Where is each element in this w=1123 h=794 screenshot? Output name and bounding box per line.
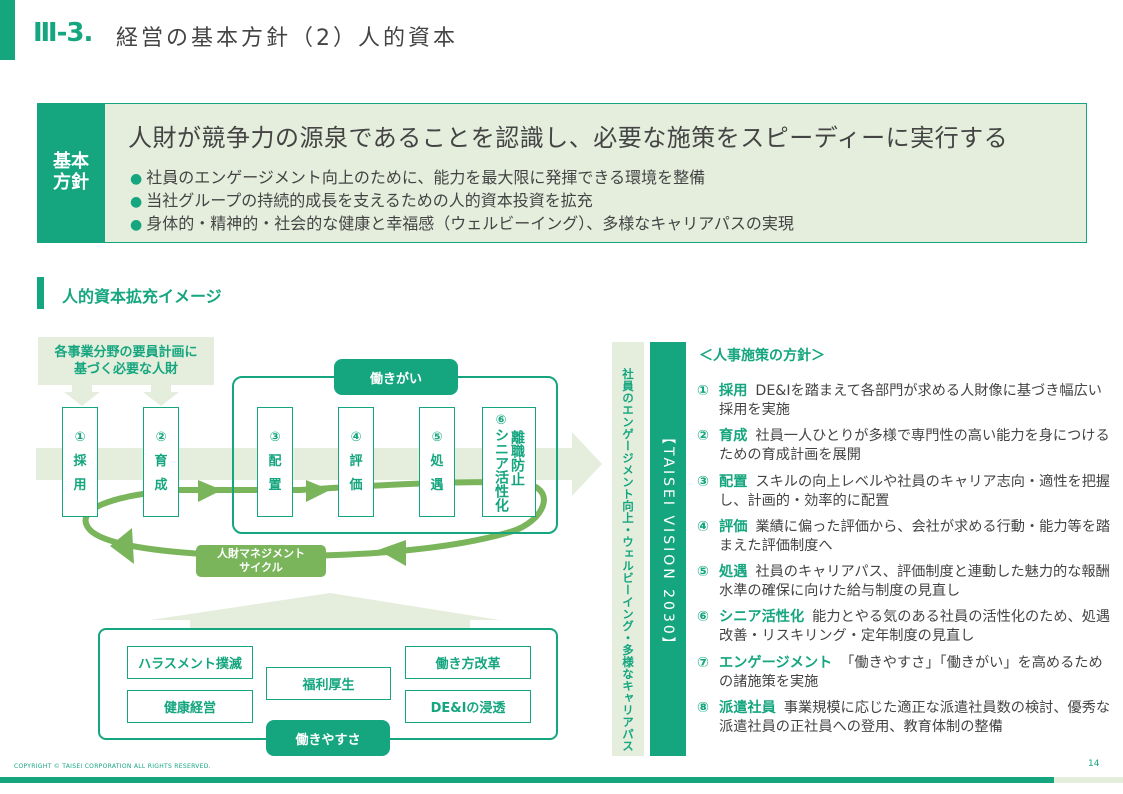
policy-headline: 人財が競争力の源泉であることを認識し、必要な施策をスピーディーに実行する	[128, 124, 1009, 152]
cycle-label: 人財マネジメントサイクル	[196, 545, 326, 577]
section-title: 人的資本拡充イメージ	[62, 287, 222, 306]
item-harassment: ハラスメント撲滅	[127, 646, 253, 679]
policy-bullet: 社員のエンゲージメント向上のために、能力を最大限に発揮できる環境を整備	[130, 167, 794, 190]
support-arrow	[150, 593, 500, 628]
policy-bullet: 身体的・精神的・社会的な健康と幸福感（ウェルビーイング）、多様なキャリアパスの実…	[130, 213, 794, 236]
policy-label: 基本方針	[37, 103, 105, 243]
footer-bar-accent	[1054, 777, 1123, 783]
need-arrow-1	[64, 385, 100, 406]
cycle-arrowhead-1	[198, 480, 222, 502]
cycle-arrowhead-2	[306, 480, 330, 502]
ikigai-label: 働きがい	[334, 359, 458, 395]
section-accent-bar	[37, 277, 44, 309]
stage-senior-activation: ⑥ シニア活性化 離職防止	[482, 407, 536, 517]
page-number: 14	[1088, 759, 1100, 769]
need-arrow-2	[143, 385, 179, 406]
policy-bullet: 当社グループの持続的成長を支えるための人的資本投資を拡充	[130, 190, 794, 213]
policy-bullets: 社員のエンゲージメント向上のために、能力を最大限に発揮できる環境を整備 当社グル…	[130, 167, 794, 236]
vision-band: 【TAISEI VISION 2030】	[650, 342, 686, 756]
cycle-arrowhead-5	[110, 528, 134, 564]
header-accent-bar	[0, 0, 15, 60]
item-welfare: 福利厚生	[266, 667, 391, 700]
required-talent-box: 各事業分野の要員計画に基づく必要な人財	[38, 337, 214, 385]
item-health-management: 健康経営	[127, 690, 253, 723]
item-work-style-reform: 働き方改革	[405, 646, 531, 679]
engagement-band: 社員のエンゲージメント向上・ウェルビーイング・多様なキャリアパス	[612, 342, 644, 756]
page-title: 経営の基本方針（2）人的資本	[116, 26, 458, 51]
item-dei: DE&Iの浸透	[405, 690, 531, 723]
section-number: Ⅲ-3.	[33, 18, 93, 48]
copyright: COPYRIGHT © TAISEI CORPORATION ALL RIGHT…	[14, 763, 211, 770]
cycle-arrowhead-4	[378, 540, 406, 566]
footer-bar	[0, 777, 1054, 783]
measures-heading: ＜人事施策の方針＞	[699, 348, 825, 364]
yasusa-label: 働きやすさ	[266, 720, 390, 756]
